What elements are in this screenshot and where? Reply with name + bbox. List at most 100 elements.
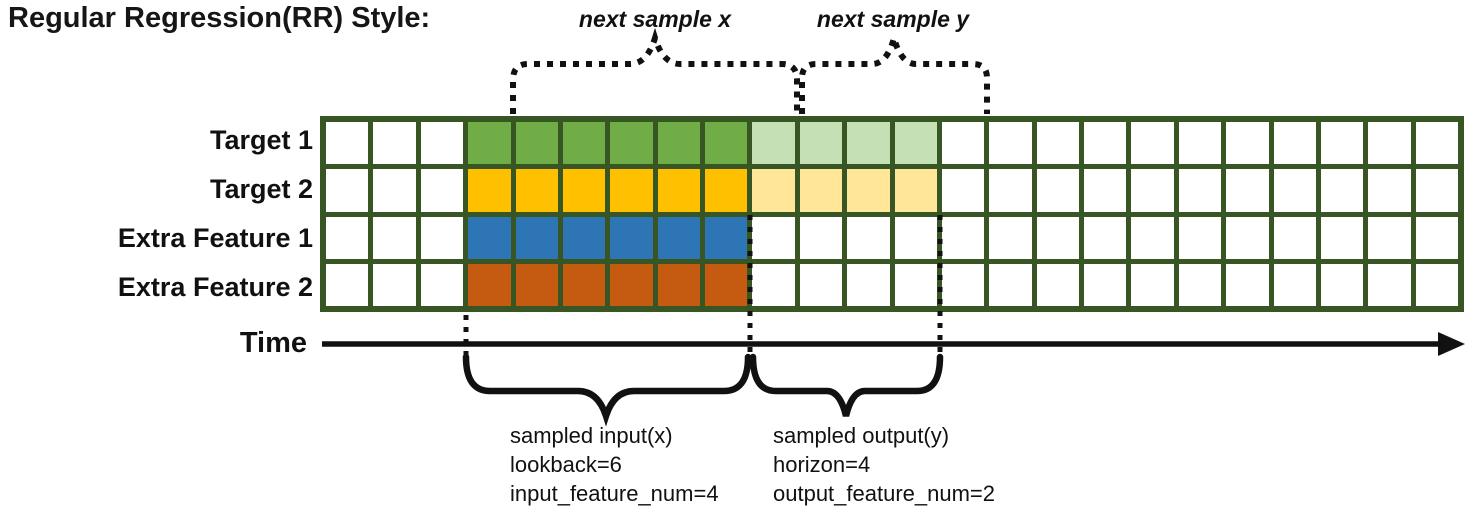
- grid-cell: [1415, 216, 1458, 259]
- grid-cell: [562, 169, 606, 212]
- grid-cell: [1415, 169, 1458, 212]
- grid-cell: [1320, 216, 1364, 259]
- grid-cell: [1178, 122, 1222, 165]
- grid-cell: [1368, 122, 1411, 165]
- grid-cell: [515, 169, 558, 212]
- grid-cell: [610, 169, 653, 212]
- grid-cell: [1226, 216, 1269, 259]
- grid-cell: [1273, 216, 1316, 259]
- grid-cell: [847, 216, 890, 259]
- grid-cell: [562, 216, 606, 259]
- grid-cell: [1178, 216, 1222, 259]
- lookback-value: lookback=6: [510, 452, 622, 477]
- grid-cell: [799, 263, 843, 306]
- grid-cell: [989, 122, 1032, 165]
- grid-cell: [657, 263, 700, 306]
- output-feature-num-value: output_feature_num=2: [773, 481, 996, 506]
- grid-cell: [894, 263, 937, 306]
- grid-cell: [1084, 263, 1127, 306]
- grid-cell: [1368, 169, 1411, 212]
- row-label-target-1: Target 1: [209, 125, 313, 155]
- grid-cell: [894, 122, 937, 165]
- grid-cell: [1320, 122, 1364, 165]
- grid-cell: [1084, 216, 1127, 259]
- grid-cell: [941, 169, 985, 212]
- grid-cell: [1036, 122, 1079, 165]
- grid-cell: [562, 263, 606, 306]
- grid-cell: [468, 216, 511, 259]
- grid-cell: [799, 216, 843, 259]
- grid-cell: [752, 169, 795, 212]
- grid-cell: [515, 263, 558, 306]
- grid-cell: [610, 263, 653, 306]
- grid-cell: [752, 216, 795, 259]
- grid-cell: [705, 122, 748, 165]
- grid-cell: [847, 263, 890, 306]
- grid-cell: [941, 216, 985, 259]
- grid-cell: [941, 263, 985, 306]
- sampled-output-brace: [749, 353, 944, 417]
- grid-cell: [1131, 169, 1174, 212]
- grid-cell: [989, 263, 1032, 306]
- grid-cell: [799, 122, 843, 165]
- grid-cell: [705, 263, 748, 306]
- grid-cell: [1273, 263, 1316, 306]
- sampled-input-caption: sampled input(x) lookback=6 input_featur…: [510, 421, 719, 508]
- next-sample-y-label: next sample y: [816, 6, 970, 32]
- sampled-input-title: sampled input(x): [510, 423, 673, 448]
- sampled-output-title: sampled output(y): [773, 423, 950, 448]
- grid-cell: [420, 216, 464, 259]
- grid-cell: [1415, 122, 1458, 165]
- grid-cell: [610, 122, 653, 165]
- grid-cell: [894, 216, 937, 259]
- grid-cell: [420, 169, 464, 212]
- sampled-output-caption: sampled output(y) horizon=4 output_featu…: [773, 421, 995, 508]
- grid-cell: [1036, 169, 1079, 212]
- grid-cell: [1368, 263, 1411, 306]
- grid-cell: [941, 122, 985, 165]
- grid-cell: [1273, 122, 1316, 165]
- next-sample-x-label: next sample x: [578, 6, 732, 32]
- next-sample-y-brace: [799, 26, 990, 114]
- time-axis-arrowhead: [1438, 332, 1465, 356]
- grid-cell: [1415, 263, 1458, 306]
- grid-cell: [468, 263, 511, 306]
- grid-cell: [468, 169, 511, 212]
- grid-cell: [1320, 169, 1364, 212]
- grid-cell: [847, 169, 890, 212]
- grid-cell: [752, 122, 795, 165]
- grid-cell: [1084, 169, 1127, 212]
- grid-cell: [657, 169, 700, 212]
- grid-cell: [847, 122, 890, 165]
- grid-cell: [799, 169, 843, 212]
- sample-grid: [320, 116, 1464, 312]
- grid-cell: [705, 216, 748, 259]
- grid-cell: [420, 263, 464, 306]
- grid-cell: [1320, 263, 1364, 306]
- horizon-value: horizon=4: [773, 452, 871, 477]
- grid-cell: [373, 216, 416, 259]
- grid-cell: [373, 122, 416, 165]
- input-feature-num-value: input_feature_num=4: [510, 481, 719, 506]
- grid-cell: [1178, 169, 1222, 212]
- grid-cell: [468, 122, 511, 165]
- grid-cell: [1131, 216, 1174, 259]
- grid-cell: [1178, 263, 1222, 306]
- grid-cell: [657, 216, 700, 259]
- grid-cell: [562, 122, 606, 165]
- grid-cell: [326, 122, 369, 165]
- grid-cell: [1273, 169, 1316, 212]
- next-sample-x-brace: [510, 27, 800, 114]
- grid-cell: [1131, 122, 1174, 165]
- row-label-extra-feature-2: Extra Feature 2: [117, 272, 313, 302]
- grid-cell: [1368, 216, 1411, 259]
- grid-cell: [326, 263, 369, 306]
- grid-cell: [373, 263, 416, 306]
- grid-cell: [1226, 122, 1269, 165]
- grid-cell: [1036, 263, 1079, 306]
- row-label-extra-feature-1: Extra Feature 1: [117, 223, 313, 253]
- grid-cell: [326, 169, 369, 212]
- grid-cell: [752, 263, 795, 306]
- grid-cell: [657, 122, 700, 165]
